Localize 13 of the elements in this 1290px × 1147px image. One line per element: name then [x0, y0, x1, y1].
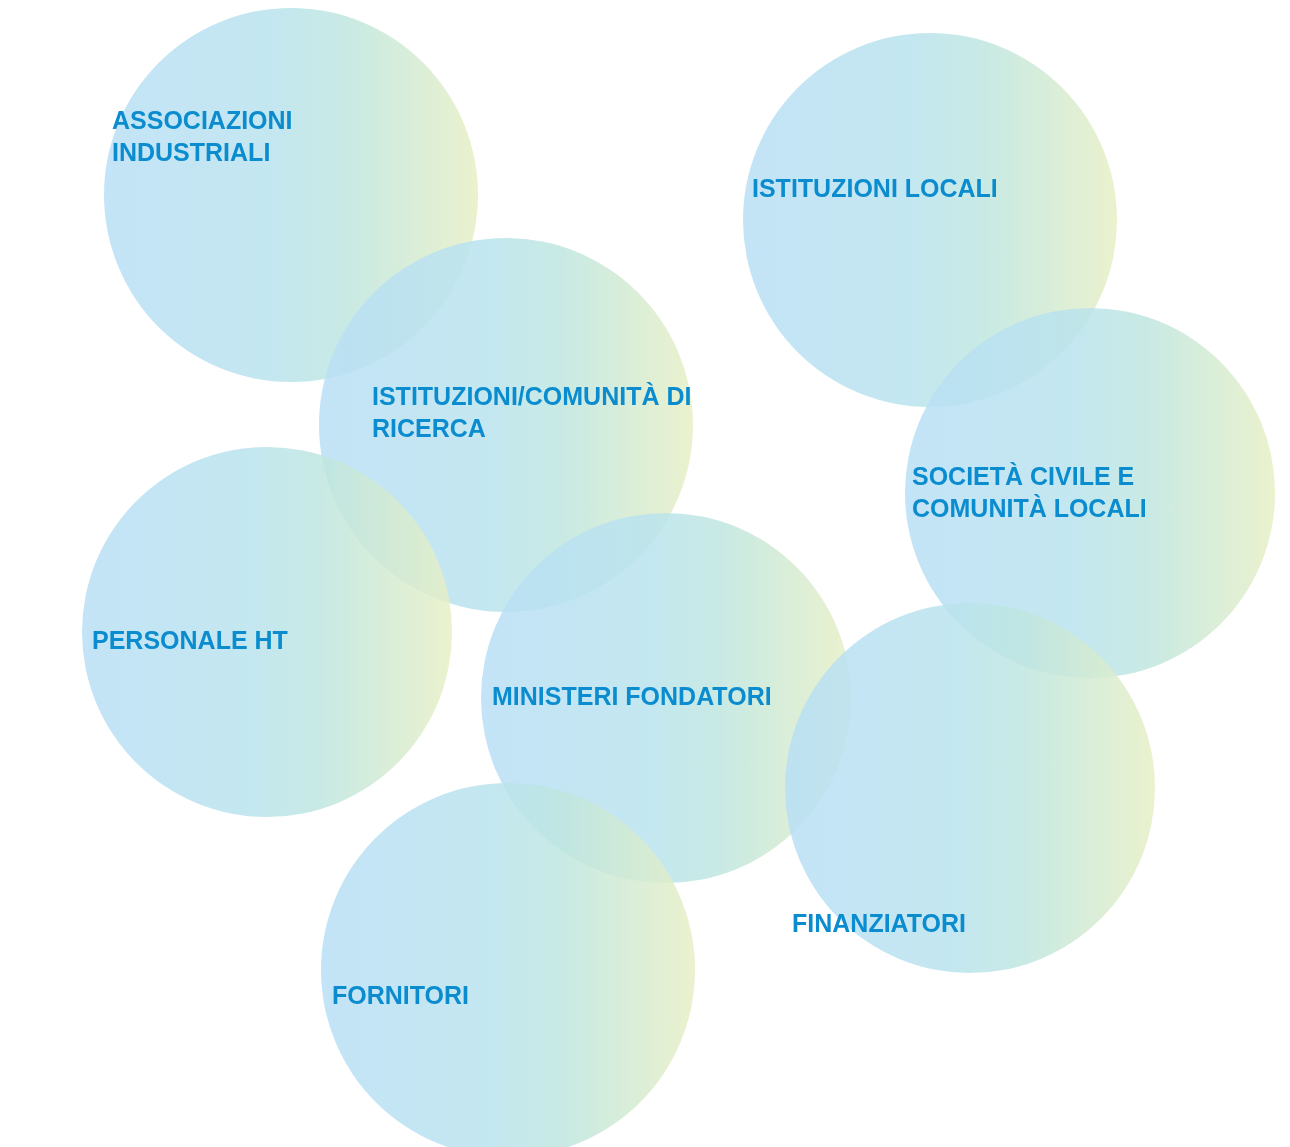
stakeholder-label: ISTITUZIONI/COMUNITÀ DI RICERCA	[372, 381, 693, 444]
stakeholder-label: ISTITUZIONI LOCALI	[752, 173, 998, 204]
stakeholder-label: FINANZIATORI	[792, 908, 967, 939]
stakeholder-label: PERSONALE HT	[92, 625, 288, 656]
stakeholder-circle	[905, 308, 1275, 678]
stakeholder-circle	[743, 33, 1117, 407]
stakeholder-label: ASSOCIAZIONI INDUSTRIALI	[112, 105, 294, 168]
stakeholder-label: SOCIETÀ CIVILE E COMUNITÀ LOCALI	[912, 461, 1148, 524]
stakeholder-circle	[785, 603, 1155, 973]
stakeholder-circle	[82, 447, 452, 817]
stakeholder-label: MINISTERI FONDATORI	[492, 681, 772, 712]
stakeholder-circle	[104, 8, 478, 382]
stakeholder-label: FORNITORI	[332, 980, 470, 1011]
